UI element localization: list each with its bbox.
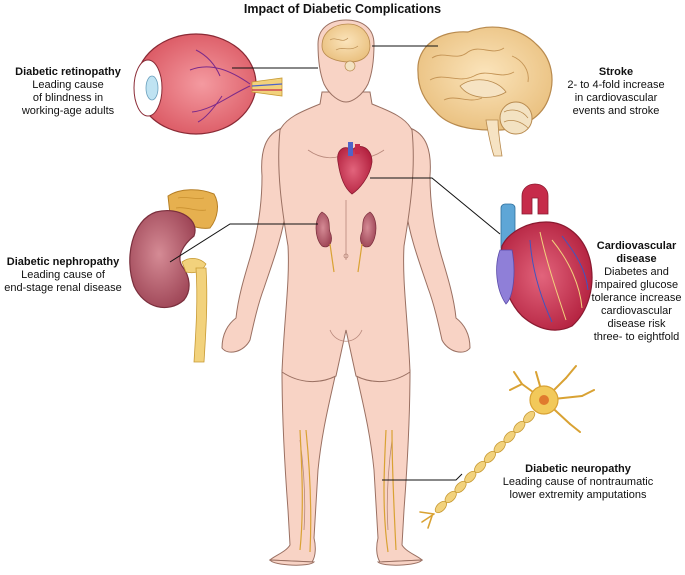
leader-nephropathy [169,223,318,263]
leg-nerves [299,429,397,553]
label-retinopathy: Diabetic retinopathy Leading cause of bl… [4,66,132,118]
right-foot [376,559,423,566]
leader-neuropathy [382,473,463,481]
left-foot [269,559,316,566]
stroke-desc: 2- to 4-fold increase in cardiovascular … [567,79,665,117]
diagram-title: Impact of Diabetic Complications [243,2,442,16]
right-arm [405,127,471,353]
kidney-illustration [129,189,218,363]
cardiovascular-name: Cardiovascular disease [596,240,677,265]
chest-heart [337,142,373,195]
nephropathy-desc: Leading cause of end-stage renal disease [4,269,122,294]
retinopathy-desc: Leading cause of blindness in working-ag… [21,79,115,117]
retinopathy-name: Diabetic retinopathy [15,66,121,78]
cardiovascular-desc: Diabetes and impaired glucose tolerance … [591,266,682,343]
left-arm [221,127,287,353]
label-nephropathy: Diabetic nephropathy Leading cause of en… [2,256,124,295]
label-cardiovascular: Cardiovascular disease Diabetes and impa… [588,240,685,344]
neuron-illustration [419,365,595,529]
brain-illustration [417,26,553,157]
neuron-axon [434,410,536,514]
myelin-segment [434,500,447,514]
leader-lines [169,45,501,481]
leader-cardiovascular [370,177,501,235]
stroke-name: Stroke [598,66,634,78]
label-stroke: Stroke 2- to 4-fold increase in cardiova… [548,66,684,118]
body-kidneys [315,211,377,273]
eye-illustration [133,33,283,135]
heart-illustration [496,183,593,331]
nephropathy-name: Diabetic nephropathy [6,256,120,268]
neuropathy-name: Diabetic neuropathy [525,463,631,475]
neuropathy-desc: Leading cause of nontraumatic lower extr… [502,476,654,501]
label-neuropathy: Diabetic neuropathy Leading cause of non… [480,463,676,502]
head-brain [321,23,371,72]
